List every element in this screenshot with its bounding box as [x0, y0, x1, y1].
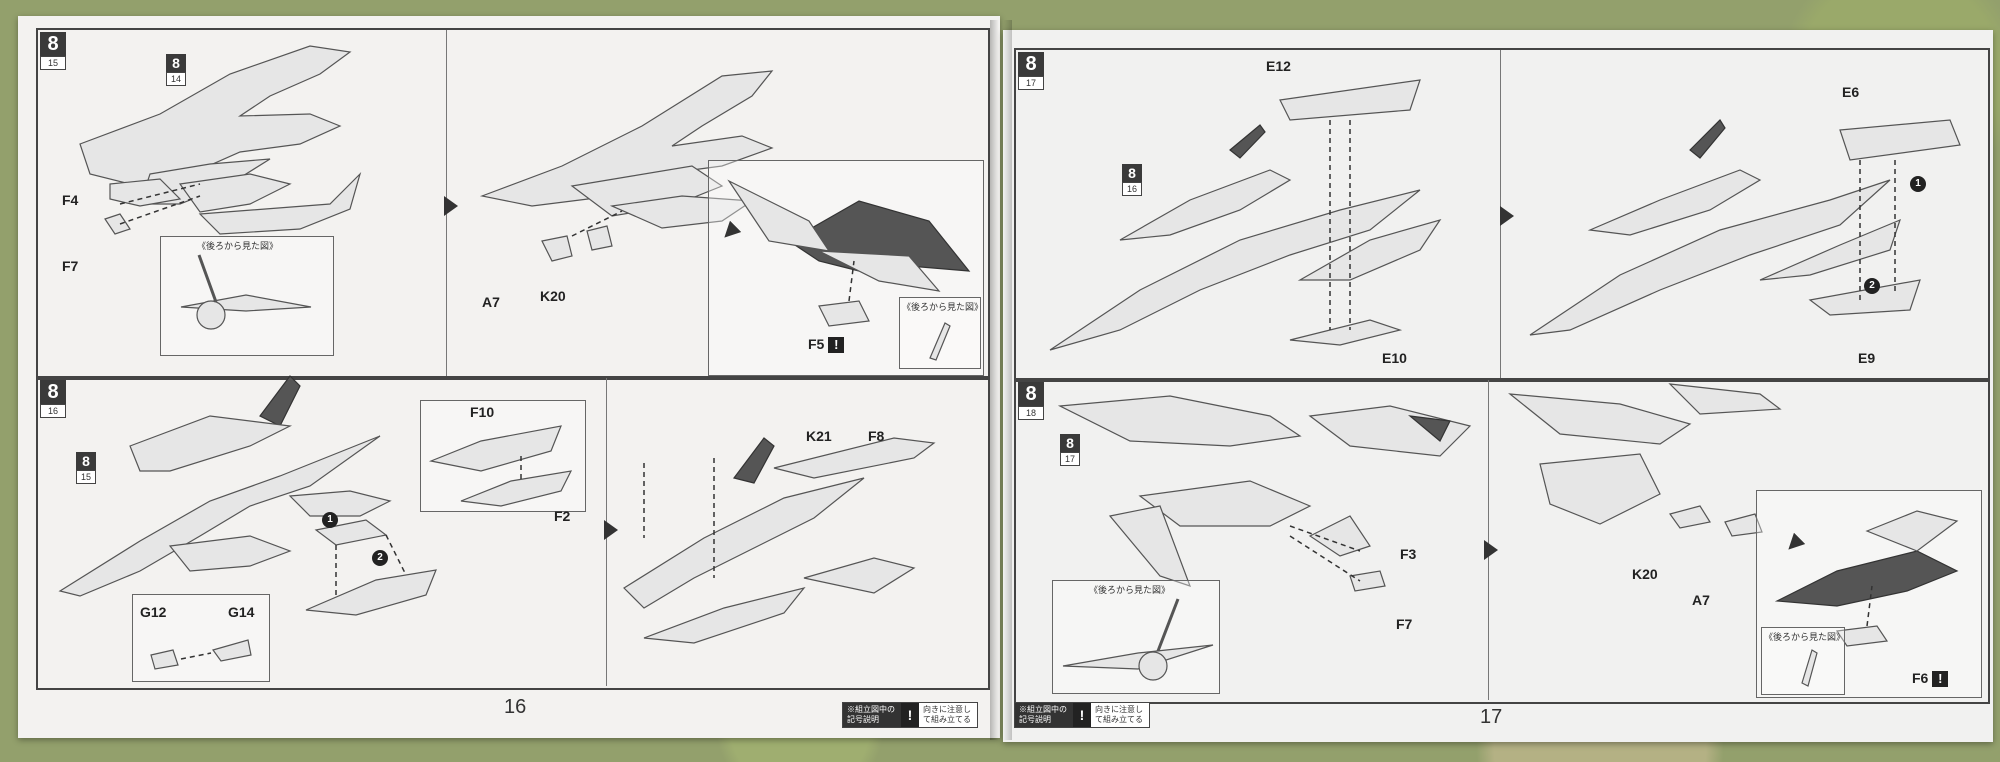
part-label-e6: E6 — [1842, 84, 1860, 100]
parent-substep-number: 17 — [1060, 452, 1080, 466]
part-label-e9: E9 — [1858, 350, 1876, 366]
left-top-frame — [36, 28, 990, 380]
step-number: 8 — [1018, 52, 1044, 76]
aircraft-assembly-diagram-4 — [623, 437, 936, 644]
symbol-legend: ※組立図中の記号説明 ! 向きに注意して組み立てる — [1014, 702, 1150, 728]
inset-caption: 《後ろから見た図》 — [1089, 585, 1171, 595]
page-number: 16 — [504, 696, 527, 718]
part-label-e10: E10 — [1382, 350, 1407, 366]
symbol-legend: ※組立図中の記号説明 ! 向きに注意して組み立てる — [842, 702, 978, 728]
detail-diagram — [428, 425, 573, 507]
parent-step-ref: 8 16 — [1122, 164, 1148, 202]
aircraft-assembly-diagram-2 — [479, 70, 774, 262]
aircraft-assembly-diagram-8 — [1508, 383, 1782, 537]
inset-caption: 《後ろから見た図》 — [1764, 632, 1846, 642]
next-arrow-icon — [444, 196, 458, 216]
parent-step-ref: 8 14 — [166, 54, 192, 92]
parent-step-number: 8 — [76, 452, 96, 470]
detail-inset-bottom-right: 《後ろから見た図》 — [1756, 490, 1982, 698]
next-arrow-icon — [604, 520, 618, 540]
next-arrow-icon — [1484, 540, 1498, 560]
detail-diagram — [727, 179, 971, 327]
legend-text: 向きに注意して組み立てる — [1095, 705, 1143, 724]
part-label-g12: G12 — [140, 604, 167, 620]
right-bottom-frame — [1014, 378, 1990, 704]
legend-label: ※組立図中の記号説明 — [1015, 703, 1073, 727]
part-label-f4: F4 — [62, 192, 79, 208]
rear-view-inset-2: 《後ろから見た図》 — [1052, 580, 1220, 694]
part-label-f2: F2 — [554, 508, 571, 524]
small-part-diagram — [929, 322, 951, 361]
exclamation-icon: ! — [1073, 703, 1091, 727]
parent-step-number: 8 — [1060, 434, 1080, 452]
step-number: 8 — [40, 380, 66, 404]
right-top-frame — [1014, 48, 1990, 382]
step-number: 8 — [1018, 382, 1044, 406]
step-indicator-top-left: 8 15 — [40, 32, 66, 70]
part-label-f7: F7 — [62, 258, 79, 274]
substep-number: 16 — [40, 404, 66, 418]
aircraft-assembly-diagram-7 — [1057, 395, 1472, 592]
assembly-step-2-icon: 2 — [1864, 278, 1880, 294]
part-label-a7: A7 — [482, 294, 500, 310]
step-indicator-bottom-left: 8 16 — [40, 380, 66, 418]
rear-view-small-inset: 《後ろから見た図》 — [899, 297, 984, 369]
part-label-k20: K20 — [540, 288, 566, 304]
part-label-a7: A7 — [1692, 592, 1710, 608]
exclamation-icon: ! — [1932, 671, 1949, 688]
part-label-k20: K20 — [1632, 566, 1658, 582]
part-label-f7: F7 — [1396, 616, 1413, 632]
detail-inset-top: 《後ろから見た図》 — [708, 160, 984, 376]
parent-substep-number: 14 — [166, 72, 186, 86]
parent-step-number: 8 — [166, 54, 186, 72]
rear-view-small-inset: 《後ろから見た図》 — [1761, 627, 1845, 695]
parent-substep-number: 16 — [1122, 182, 1142, 196]
legend-label: ※組立図中の記号説明 — [843, 703, 901, 727]
next-arrow-icon — [1500, 206, 1514, 226]
aircraft-assembly-diagram-5 — [1049, 79, 1442, 351]
part-label-f5: F5! — [808, 336, 845, 354]
part-label-k21: K21 — [806, 428, 832, 444]
detail-diagram — [1774, 510, 1959, 647]
assembly-step-2-icon: 2 — [372, 550, 388, 566]
step-indicator-top-right: 8 17 — [1018, 52, 1044, 90]
sub-assembly-diagram — [305, 519, 437, 616]
assembly-step-1-icon: 1 — [1910, 176, 1926, 192]
book-gutter — [990, 20, 1012, 740]
rear-view-diagram — [180, 254, 312, 330]
step-number: 8 — [40, 32, 66, 56]
step-indicator-bottom-right: 8 18 — [1018, 382, 1044, 420]
aircraft-assembly-diagram-1 — [79, 45, 362, 235]
substep-number: 17 — [1018, 76, 1044, 90]
part-label-g14: G14 — [228, 604, 255, 620]
page-number: 17 — [1480, 706, 1503, 728]
aircraft-assembly-diagram-3 — [58, 375, 392, 597]
substep-number: 18 — [1018, 406, 1044, 420]
inset-caption: 《後ろから見た図》 — [902, 302, 984, 312]
small-part-diagram — [1801, 649, 1818, 687]
part-label-f10: F10 — [470, 404, 495, 420]
parent-step-number: 8 — [1122, 164, 1142, 182]
parent-step-ref: 8 17 — [1060, 434, 1086, 472]
aircraft-assembly-diagram-6 — [1529, 119, 1961, 336]
substep-number: 15 — [40, 56, 66, 70]
small-parts-inset — [132, 594, 270, 682]
part-label-f8: F8 — [868, 428, 885, 444]
exclamation-icon: ! — [828, 337, 845, 354]
part-label-f6: F6! — [1912, 670, 1949, 688]
rear-view-inset-1: 《後ろから見た図》 — [160, 236, 334, 356]
parent-substep-number: 15 — [76, 470, 96, 484]
assembly-step-1-icon: 1 — [322, 512, 338, 528]
exclamation-icon: ! — [901, 703, 919, 727]
inset-caption: 《後ろから見た図》 — [197, 241, 279, 251]
parent-step-ref: 8 15 — [76, 452, 102, 490]
part-label-f3: F3 — [1400, 546, 1417, 562]
left-bottom-frame — [36, 376, 990, 690]
rear-view-diagram — [1062, 598, 1214, 681]
small-parts-diagram — [150, 639, 252, 670]
detail-inset-bottom — [420, 400, 586, 512]
part-label-e12: E12 — [1266, 58, 1291, 74]
legend-text: 向きに注意して組み立てる — [923, 705, 971, 724]
